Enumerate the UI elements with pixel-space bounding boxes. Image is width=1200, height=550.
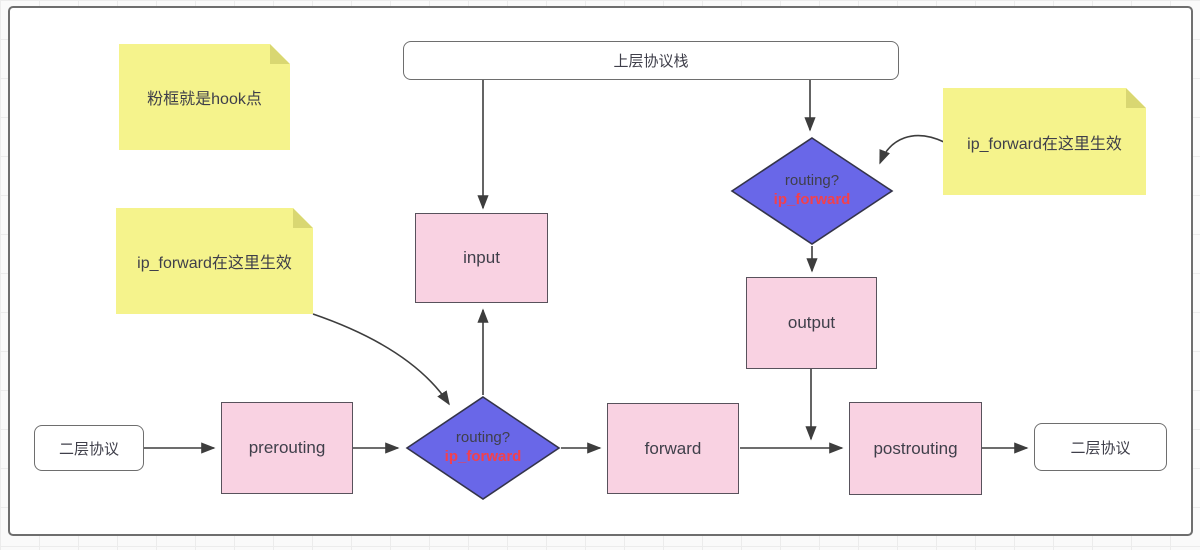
node-input-label: input <box>463 248 500 267</box>
node-routing-top: routing? ip_forward <box>730 136 894 246</box>
node-layer2-right: 二层协议 <box>1034 423 1167 471</box>
node-layer2-right-label: 二层协议 <box>1070 439 1131 457</box>
routing-top-question: routing? <box>784 172 840 190</box>
arrow-note-to-routing-top <box>879 134 945 165</box>
sticky-note-ipforward-right: ip_forward在这里生效 <box>943 88 1146 195</box>
routing-top-ipforward: ip_forward <box>773 191 851 208</box>
routing-bottom-ipforward: ip_forward <box>444 448 522 465</box>
node-layer2-left: 二层协议 <box>34 425 144 471</box>
node-output: output <box>746 277 877 369</box>
sticky-note-hook: 粉框就是hook点 <box>119 44 290 150</box>
node-prerouting: prerouting <box>221 402 353 494</box>
node-input: input <box>415 213 548 303</box>
node-prerouting-label: prerouting <box>248 438 326 457</box>
node-routing-bottom: routing? ip_forward <box>405 395 561 501</box>
node-forward: forward <box>607 403 739 494</box>
diamond-shape <box>730 137 894 245</box>
node-upper-protocol-stack-label: 上层协议栈 <box>613 53 689 70</box>
node-postrouting-label: postrouting <box>873 438 958 458</box>
sticky-note-ipforward-right-text: ip_forward在这里生效 <box>967 135 1122 153</box>
sticky-note-hook-text: 粉框就是hook点 <box>147 91 262 108</box>
node-upper-protocol-stack: 上层协议栈 <box>403 41 899 80</box>
node-forward-label: forward <box>644 438 702 458</box>
node-postrouting: postrouting <box>849 402 982 495</box>
arrow-note-to-routing-bottom <box>312 313 450 406</box>
diamond-shape <box>405 396 561 500</box>
node-layer2-left-label: 二层协议 <box>58 440 119 458</box>
routing-bottom-question: routing? <box>455 429 511 447</box>
node-output-label: output <box>787 313 836 332</box>
sticky-note-ipforward-left: ip_forward在这里生效 <box>116 208 313 314</box>
sticky-note-ipforward-left-text: ip_forward在这里生效 <box>137 255 292 272</box>
